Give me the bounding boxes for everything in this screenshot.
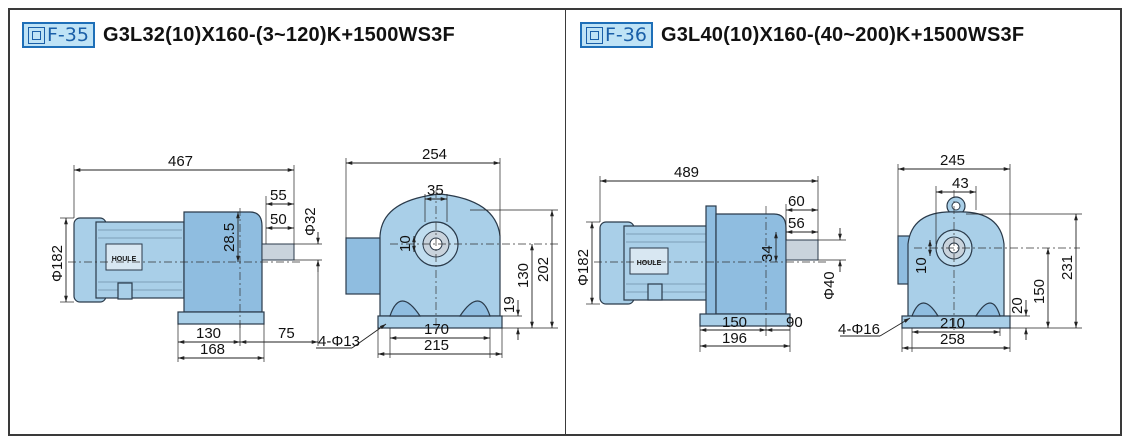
dim-231: 231 bbox=[1059, 255, 1076, 280]
dim-258: 258 bbox=[940, 331, 965, 348]
panel-header-f35: F-35 G3L32(10)X160-(3~120)K+1500WS3F bbox=[22, 20, 455, 50]
dim-130: 130 bbox=[196, 325, 221, 342]
dim-28-5: 28.5 bbox=[221, 223, 238, 252]
dim-489: 489 bbox=[674, 164, 699, 181]
nameplate-label: HOULE bbox=[112, 256, 137, 263]
dim-10: 10 bbox=[397, 235, 414, 252]
panel-header-f36: F-36 G3L40(10)X160-(40~200)K+1500WS3F bbox=[580, 20, 1024, 50]
dim-34: 34 bbox=[759, 245, 776, 262]
dim-130-vertical: 130 bbox=[515, 263, 532, 288]
dim-55: 55 bbox=[270, 187, 287, 204]
figure-title: G3L32(10)X160-(3~120)K+1500WS3F bbox=[102, 23, 455, 46]
dim-90: 90 bbox=[786, 314, 803, 331]
dim-170: 170 bbox=[424, 321, 449, 338]
dim-245: 245 bbox=[940, 152, 965, 169]
figure-glyph-icon bbox=[586, 26, 603, 44]
f35-front-dims: 254 35 10 202 130 19 170 215 4-Φ13 bbox=[316, 146, 558, 358]
dim-215: 215 bbox=[424, 337, 449, 354]
figure-number: F-36 bbox=[605, 24, 647, 46]
figure-number: F-35 bbox=[47, 24, 89, 46]
dim-10: 10 bbox=[913, 257, 930, 274]
dim-phi40: Φ40 bbox=[821, 271, 838, 300]
f36-front-dims: 245 43 10 231 150 20 210 258 4-Φ16 bbox=[838, 152, 1082, 352]
dim-hole-4-phi13: 4-Φ13 bbox=[318, 333, 360, 350]
dim-60: 60 bbox=[788, 193, 805, 210]
dim-150: 150 bbox=[722, 314, 747, 331]
f36-front-view bbox=[897, 190, 1080, 330]
dim-168: 168 bbox=[200, 341, 225, 358]
dim-35: 35 bbox=[427, 182, 444, 199]
dim-254: 254 bbox=[422, 146, 447, 163]
figure-title: G3L40(10)X160-(40~200)K+1500WS3F bbox=[660, 23, 1025, 46]
dim-50: 50 bbox=[270, 211, 287, 228]
dim-phi182: Φ182 bbox=[575, 249, 592, 286]
dim-467: 467 bbox=[168, 153, 193, 170]
panel-divider bbox=[565, 8, 566, 436]
dim-hole-4-phi16: 4-Φ16 bbox=[838, 321, 880, 338]
f35-front-view bbox=[345, 190, 560, 330]
dim-phi32: Φ32 bbox=[302, 207, 319, 236]
nameplate-label: HOULE bbox=[637, 260, 662, 267]
figure-glyph-icon bbox=[28, 26, 45, 44]
dim-202: 202 bbox=[535, 257, 552, 282]
f36-side-view: HOULE bbox=[594, 205, 826, 330]
dim-43: 43 bbox=[952, 175, 969, 192]
f35-side-view: HOULE bbox=[68, 208, 300, 328]
dim-196: 196 bbox=[722, 330, 747, 347]
dim-19: 19 bbox=[501, 296, 518, 313]
f36-side-dims: 489 60 56 34 Φ40 Φ182 150 90 196 bbox=[575, 164, 846, 352]
figure-tag: F-36 bbox=[580, 22, 653, 48]
dim-75: 75 bbox=[278, 325, 295, 342]
dim-150-vertical: 150 bbox=[1031, 279, 1048, 304]
dim-20: 20 bbox=[1009, 297, 1026, 314]
dim-210: 210 bbox=[940, 315, 965, 332]
dim-56: 56 bbox=[788, 215, 805, 232]
f35-side-dims: 467 55 50 Φ32 28.5 Φ182 130 75 168 bbox=[49, 153, 322, 362]
dim-phi182: Φ182 bbox=[49, 245, 66, 282]
figure-tag: F-35 bbox=[22, 22, 95, 48]
